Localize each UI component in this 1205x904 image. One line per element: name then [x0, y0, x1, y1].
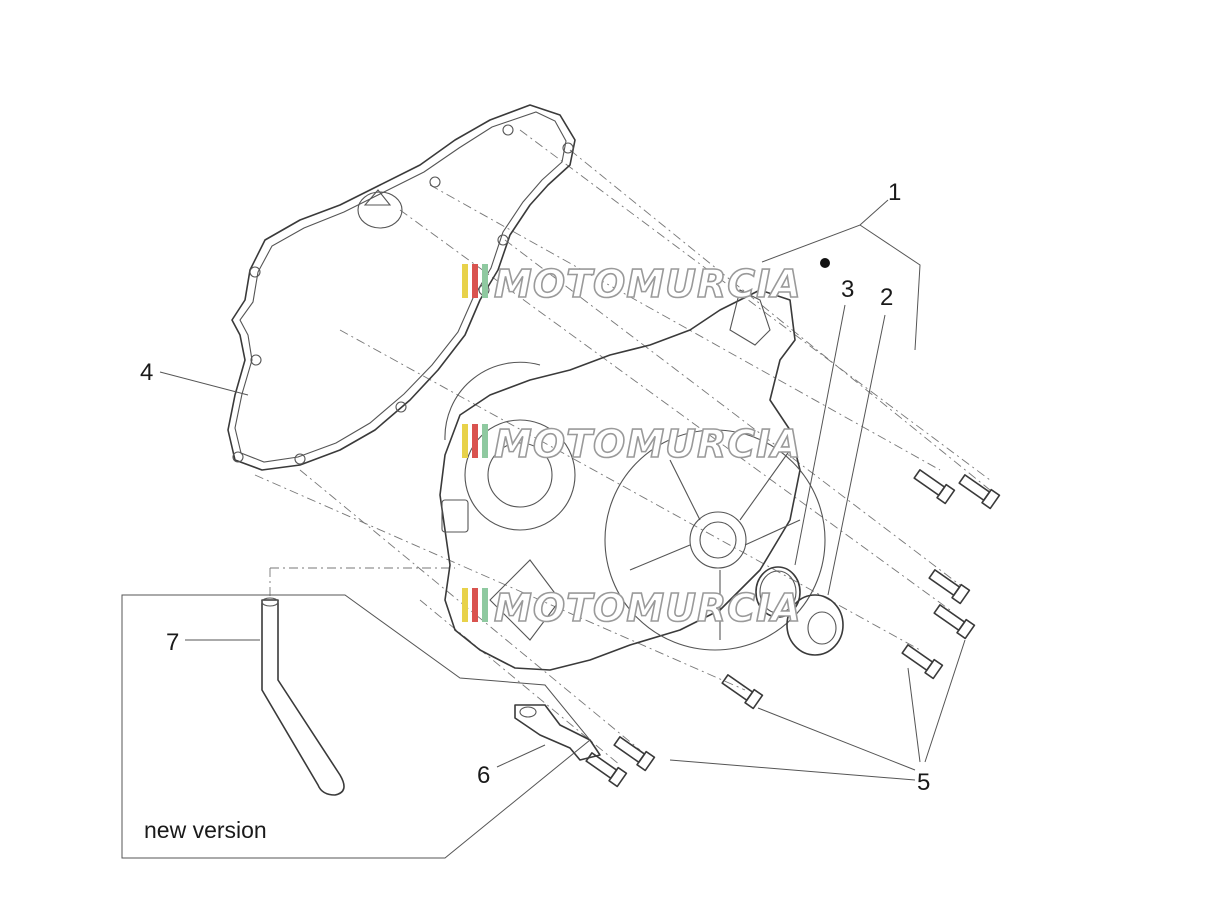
watermark-3: MOTOMURCIA [462, 585, 802, 631]
filler-cap-part [786, 594, 844, 656]
watermark-text-3: MOTOMURCIA [494, 586, 802, 630]
leader-lines [159, 199, 966, 781]
watermark-text-1: MOTOMURCIA [494, 262, 802, 306]
o-ring-part [755, 566, 801, 618]
clutch-cover-part [439, 289, 826, 671]
callout-5-label: 5 [917, 769, 930, 796]
watermark-text-2: MOTOMURCIA [494, 422, 802, 466]
callout-2-label: 2 [880, 284, 893, 311]
screws-part [585, 469, 1001, 788]
new-version-caption: new version [144, 817, 267, 843]
callout-6-label: 6 [477, 762, 490, 789]
callout-7-label: 7 [166, 629, 179, 656]
bullet-dot [820, 258, 830, 268]
watermark-2: MOTOMURCIA [462, 421, 802, 467]
callout-1-bracket [761, 224, 921, 351]
watermark-1: MOTOMURCIA [462, 261, 802, 307]
gasket-part [227, 104, 576, 471]
bracket-part [514, 704, 601, 761]
callout-1-label: 1 [888, 179, 901, 206]
breather-hose-part [261, 597, 345, 796]
callout-3-label: 3 [841, 276, 854, 303]
callout-4-label: 4 [140, 359, 153, 386]
new-version-box [121, 594, 591, 859]
